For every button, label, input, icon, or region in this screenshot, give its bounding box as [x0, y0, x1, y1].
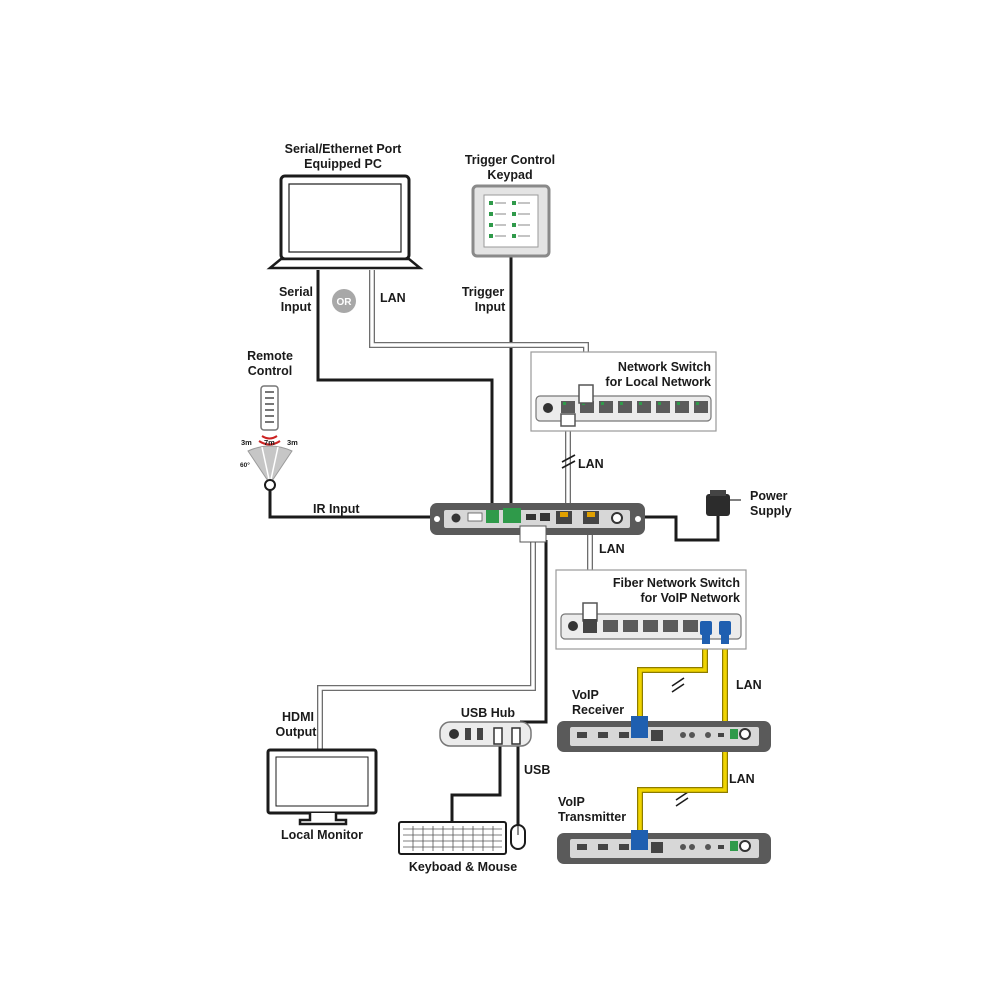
cable-break-marks [561, 454, 689, 807]
trigger-input-label-line1: Trigger [462, 285, 505, 299]
fiber-switch-label-line1: Fiber Network Switch [613, 576, 740, 590]
voip-receiver-label-line1: VoIP [572, 688, 599, 702]
pc-label-line2: Equipped PC [304, 157, 382, 171]
usb-hub-label: USB Hub [461, 706, 516, 720]
local-monitor [266, 748, 378, 826]
trigger-keypad [471, 184, 551, 258]
keyboard [398, 821, 507, 855]
ir-distance-right: 3m [287, 438, 298, 447]
main-unit [430, 503, 645, 543]
power-supply-label-line2: Supply [750, 504, 792, 518]
remote-label-line1: Remote [247, 349, 293, 363]
keypad-label-line1: Trigger Control [465, 153, 555, 167]
main-lan-label: LAN [599, 542, 625, 556]
network-switch-device [535, 384, 712, 427]
hdmi-output-label-line1: HDMI [282, 710, 314, 724]
keypad-label-line2: Keypad [487, 168, 532, 182]
ir-distance-mid: 7m [264, 438, 275, 447]
ir-coverage-fan [247, 445, 293, 491]
keyboard-cable [450, 745, 502, 822]
fiber-switch-device [560, 602, 742, 644]
voip-receiver-label-line2: Receiver [572, 703, 624, 717]
serial-input-label-line2: Input [281, 300, 312, 314]
hdmi-output-label-line2: Output [276, 725, 318, 739]
remote-control-icon [258, 385, 281, 446]
laptop-pc [266, 174, 424, 270]
ir-input-label: IR Input [313, 502, 360, 516]
serial-input-label-line1: Serial [279, 285, 313, 299]
pc-label-line1: Serial/Ethernet Port [285, 142, 403, 156]
trigger-input-label-line2: Input [475, 300, 506, 314]
usb-hub-cable [520, 540, 548, 724]
ir-cable [268, 490, 440, 519]
serial-cable [316, 270, 494, 508]
ir-angle: 60° [240, 461, 250, 469]
network-switch-label-line2: for Local Network [605, 375, 711, 389]
pc-lan-label: LAN [380, 291, 406, 305]
receiver-lan-label: LAN [736, 678, 762, 692]
remote-label-line2: Control [248, 364, 292, 378]
or-badge [332, 289, 356, 313]
network-switch-label-line1: Network Switch [618, 360, 711, 374]
ir-distance-left: 3m [241, 438, 252, 447]
fiber-cable-receiver [637, 645, 708, 718]
power-supply-adapter [706, 490, 741, 516]
usb-hub-device [439, 721, 532, 747]
voip-receiver-device [557, 716, 771, 752]
power-supply-label-line1: Power [750, 489, 788, 503]
usb-label: USB [524, 763, 550, 777]
power-cable [632, 515, 720, 542]
switch-lan-label: LAN [578, 457, 604, 471]
voip-transmitter-device [557, 830, 771, 864]
voip-transmitter-label-line2: Transmitter [558, 810, 626, 824]
or-badge-text: OR [337, 297, 353, 308]
voip-transmitter-label-line1: VoIP [558, 795, 585, 809]
local-monitor-label: Local Monitor [281, 828, 363, 842]
keyboard-mouse-label: Keyboad & Mouse [409, 860, 517, 874]
transmitter-lan-label: LAN [729, 772, 755, 786]
fiber-switch-label-line2: for VoIP Network [640, 591, 740, 605]
mouse [510, 824, 526, 850]
